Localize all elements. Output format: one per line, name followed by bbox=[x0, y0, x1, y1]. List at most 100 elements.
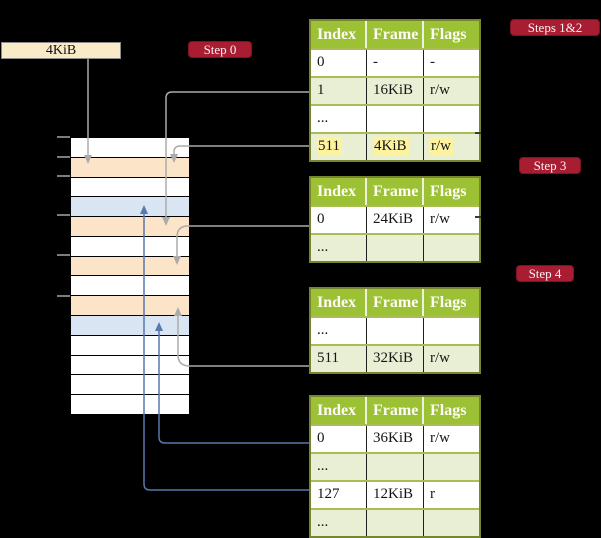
page-size-label: 4KiB bbox=[45, 42, 77, 58]
table-2-header-flags: Flags bbox=[430, 183, 467, 200]
table-1-cell-2-2 bbox=[424, 106, 479, 132]
table-1-header-flags: Flags bbox=[430, 26, 467, 43]
row-marker-dash bbox=[475, 216, 481, 218]
table-4-header-index: Index bbox=[311, 397, 367, 424]
table-4-header-frame: Frame bbox=[367, 397, 424, 424]
table-2-cell-0-1: 24KiB bbox=[367, 207, 424, 233]
cell-value: r/w bbox=[430, 211, 450, 227]
table-3-header-frame: Frame bbox=[367, 289, 424, 316]
table-1-cell-3-1: 4KiB bbox=[367, 134, 424, 160]
table-3-cell-1-0: 511 bbox=[311, 346, 367, 372]
highlighted-value: r/w bbox=[430, 137, 453, 155]
badge-step-0: Step 0 bbox=[188, 41, 252, 58]
table-2-header-frame: Frame bbox=[367, 178, 424, 205]
page-size-box: 4KiB bbox=[1, 42, 121, 59]
table-4-cell-1-0: ... bbox=[311, 454, 367, 480]
table-3-cell-1-2: r/w bbox=[424, 346, 479, 372]
memory-row-6 bbox=[71, 236, 189, 257]
cell-value: ... bbox=[317, 239, 329, 255]
badge-steps-1-2-label: Steps 1&2 bbox=[527, 19, 583, 35]
row-marker-dash bbox=[475, 132, 481, 134]
table-1-cell-2-0: ... bbox=[311, 106, 367, 132]
table-2-row-...: ... bbox=[311, 233, 479, 261]
table-1-cell-0-2: - bbox=[424, 50, 479, 76]
table-4-cell-0-0: 0 bbox=[311, 426, 367, 452]
memory-tick bbox=[57, 214, 70, 216]
cell-value: 12KiB bbox=[373, 486, 414, 502]
table-4-cell-2-0: 127 bbox=[311, 482, 367, 508]
table-2-cell-0-0: 0 bbox=[311, 207, 367, 233]
table-3-cell-0-0: ... bbox=[311, 318, 367, 344]
table-1-header-index: Index bbox=[311, 21, 367, 48]
memory-row-10 bbox=[71, 316, 189, 336]
memory-row-12 bbox=[71, 355, 189, 376]
badge-step-3-label: Step 3 bbox=[533, 157, 567, 173]
table-4-row-...: ... bbox=[311, 452, 479, 480]
cell-value: ... bbox=[317, 110, 329, 126]
highlighted-value: 4KiB bbox=[373, 137, 409, 155]
cell-value: 0 bbox=[317, 54, 325, 70]
table-4-cell-0-1: 36KiB bbox=[367, 426, 424, 452]
cell-value: - bbox=[373, 54, 378, 70]
table-3-row-511: 511 32KiB r/w bbox=[311, 344, 479, 372]
table-1-row-...: ... bbox=[311, 104, 479, 132]
table-1-cell-1-1: 16KiB bbox=[367, 78, 424, 104]
cell-value: r/w bbox=[430, 350, 450, 366]
memory-row-9 bbox=[71, 296, 189, 317]
table-1-cell-0-0: 0 bbox=[311, 50, 367, 76]
table-4-cell-2-2: r bbox=[424, 482, 479, 508]
cell-value: r bbox=[430, 486, 435, 502]
table-4-cell-0-2: r/w bbox=[424, 426, 479, 452]
table-2-cell-0-2: r/w bbox=[424, 207, 479, 233]
cell-value: 511 bbox=[317, 350, 339, 366]
memory-tick bbox=[57, 156, 70, 158]
cell-value: ... bbox=[317, 322, 329, 338]
arrow-table1row511-to-memrow2 bbox=[173, 145, 311, 155]
cell-value: 0 bbox=[317, 211, 325, 227]
table-4-row-127: 127 12KiB r bbox=[311, 480, 479, 508]
memory-row-8 bbox=[71, 276, 189, 297]
cell-value: 36KiB bbox=[373, 430, 414, 446]
table-3-row-...: ... bbox=[311, 316, 479, 344]
memory-row-7 bbox=[71, 256, 189, 277]
table-1-header-frame: Frame bbox=[367, 21, 424, 48]
badge-step-3: Step 3 bbox=[519, 157, 581, 174]
badge-steps-1-2: Steps 1&2 bbox=[510, 19, 600, 36]
cell-value: 32KiB bbox=[373, 350, 414, 366]
cell-value: - bbox=[430, 54, 435, 70]
table-3-cell-0-2 bbox=[424, 318, 479, 344]
table-3-cell-0-1 bbox=[367, 318, 424, 344]
table-4-cell-1-2 bbox=[424, 454, 479, 480]
memory-tick bbox=[57, 136, 70, 138]
cell-value: 0 bbox=[317, 430, 325, 446]
memory-row-5 bbox=[71, 217, 189, 237]
table-1-cell-1-2: r/w bbox=[424, 78, 479, 104]
cell-value: r/w bbox=[430, 82, 450, 98]
table-2-cell-1-1 bbox=[367, 235, 424, 261]
table-1-cell-2-1 bbox=[367, 106, 424, 132]
table-4-cell-3-0: ... bbox=[311, 510, 367, 536]
memory-row-3 bbox=[71, 177, 189, 198]
cell-value: 16KiB bbox=[373, 82, 414, 98]
table-1-cell-3-0: 511 bbox=[311, 134, 367, 160]
table-1-row-1: 1 16KiB r/w bbox=[311, 76, 479, 104]
table-4-cell-3-1 bbox=[367, 510, 424, 536]
table-1-cell-1-0: 1 bbox=[311, 78, 367, 104]
table-3-header-index: Index bbox=[311, 289, 367, 316]
cell-value: 127 bbox=[317, 486, 340, 502]
memory-tick bbox=[57, 254, 70, 256]
table-1-cell-3-2: r/w bbox=[424, 134, 479, 160]
table-2-cell-1-0: ... bbox=[311, 235, 367, 261]
table-3-header-flags: Flags bbox=[430, 294, 467, 311]
table-2-row-0: 0 24KiB r/w bbox=[311, 205, 479, 233]
table-4-row-0: 0 36KiB r/w bbox=[311, 424, 479, 452]
table-4-row-...: ... bbox=[311, 508, 479, 536]
cell-value: 1 bbox=[317, 82, 325, 98]
